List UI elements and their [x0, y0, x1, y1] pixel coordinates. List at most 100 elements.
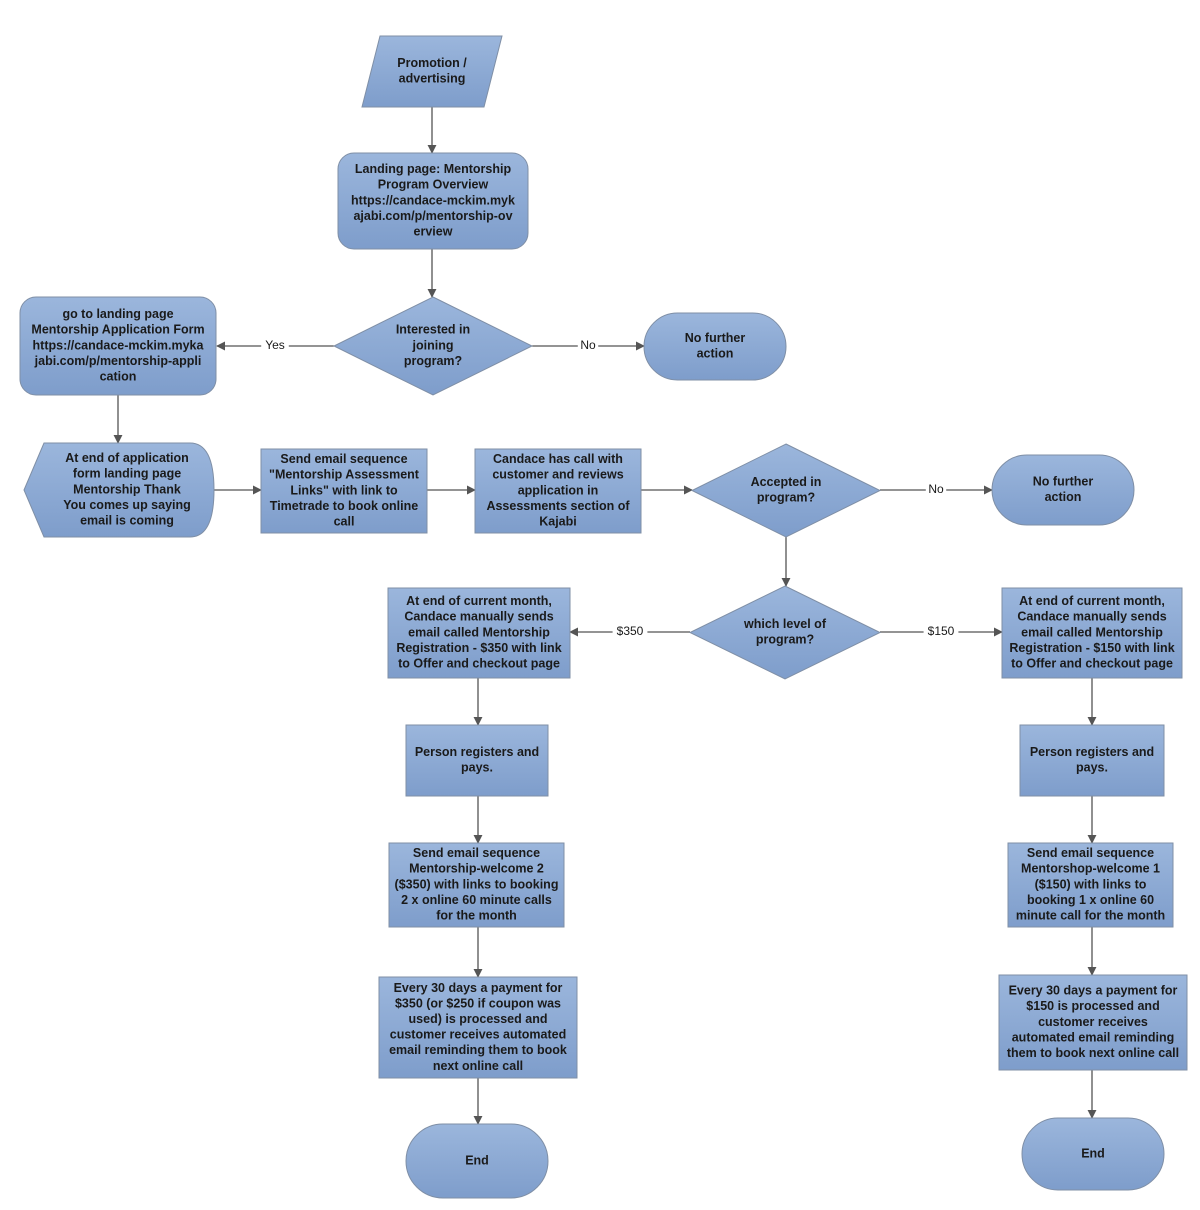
node-text-line: Send email sequence [280, 452, 407, 466]
node-candace-call-shape [474, 448, 642, 534]
node-text-line: action [1045, 490, 1082, 504]
node-reg-150-shape [1001, 587, 1183, 679]
node-text-line: application in [518, 483, 599, 497]
edge-label-no-2: No [928, 482, 944, 496]
edges-layer [113, 107, 1097, 1125]
edge-label-price-350: $350 [617, 624, 644, 638]
edge-label-bg [261, 338, 289, 354]
node-text-line: program? [757, 491, 815, 505]
node-text-line: Links" with link to [290, 483, 398, 497]
node-payment-150-shape [998, 974, 1188, 1071]
node-text-line: No further [685, 331, 746, 345]
node-text: Accepted in program? [751, 475, 822, 505]
node-text: End [465, 1153, 489, 1167]
node-landing-overview-shape [337, 152, 529, 250]
node-text-line: call [334, 514, 355, 528]
node-text-line: program? [404, 354, 462, 368]
node-text-line: form landing page [73, 467, 181, 481]
edge-label-bg [577, 338, 599, 354]
node-text-line: customer receives automated [390, 1028, 566, 1042]
node-which-level: which level of program? [688, 585, 882, 680]
node-text-line: booking 1 x online 60 [1027, 893, 1154, 907]
node-text-line: go to landing page [62, 307, 173, 321]
node-text-line: advertising [399, 72, 466, 86]
node-text-line: cation [100, 369, 137, 383]
node-text-line: At end of application [65, 451, 189, 465]
node-reg-350: At end of current month,Candace manually… [387, 587, 571, 679]
node-text-line: program? [756, 633, 814, 647]
node-text: Every 30 days a payment for$350 (or $250… [389, 981, 567, 1073]
node-text-line: email called Mentorship [408, 625, 550, 639]
node-text-line: Mentorshop-welcome 1 [1021, 862, 1160, 876]
node-text: No further action [1033, 474, 1094, 504]
node-text-line: joining [412, 338, 454, 352]
node-text-line: minute call for the month [1016, 908, 1165, 922]
node-text-line: No further [1033, 474, 1094, 488]
node-text: No further action [685, 331, 746, 361]
node-text-line: Mentorship-welcome 2 [409, 862, 544, 876]
node-which-level-shape [688, 585, 882, 680]
node-text: At end of current month,Candace manually… [1009, 594, 1174, 670]
node-application-form-shape [19, 296, 217, 396]
node-text-line: email is coming [80, 513, 174, 527]
node-text-line: Candace manually sends [404, 610, 553, 624]
node-no-action-2: No further action [991, 454, 1135, 526]
node-text: Promotion /advertising [397, 56, 467, 86]
edge-label-bg [925, 482, 947, 498]
node-assessment-email: Send email sequence "Mentorship Assessmen… [260, 448, 428, 534]
node-payment-350: Every 30 days a payment for$350 (or $250… [378, 976, 578, 1079]
node-text: End [1081, 1146, 1105, 1160]
node-text-line: action [697, 347, 734, 361]
node-text-line: Every 30 days a payment for [394, 981, 563, 995]
node-text-line: You comes up saying [63, 498, 191, 512]
node-text-line: Kajabi [539, 514, 577, 528]
node-text-line: Person registers and [415, 745, 539, 759]
node-text-line: "Mentorship Assessment [269, 468, 420, 482]
node-text-line: jabi.com/p/mentorship-appli [34, 354, 202, 368]
node-end-150: End [1021, 1117, 1165, 1191]
node-text-line: Registration - $150 with link [1009, 641, 1174, 655]
node-text-line: Candace manually sends [1017, 610, 1166, 624]
edge-label-no-1: No [580, 338, 596, 352]
node-text-line: which level of [743, 617, 827, 631]
node-text-line: 2 x online 60 minute calls [401, 893, 552, 907]
node-text-line: Candace has call with [493, 452, 623, 466]
node-welcome-150-shape [1007, 842, 1174, 928]
node-text-line: Timetrade to book online [270, 499, 418, 513]
node-text-line: email reminding them to book [389, 1043, 567, 1057]
node-text-line: ($350) with links to booking [395, 877, 559, 891]
node-text-line: Mentorship Application Form [31, 323, 204, 337]
node-text-line: Send email sequence [413, 846, 540, 860]
node-text-line: to Offer and checkout page [398, 656, 560, 670]
node-no-action-1-shape [643, 312, 787, 381]
node-text-line: $150 is processed and [1026, 999, 1159, 1013]
node-text-line: to Offer and checkout page [1011, 656, 1173, 670]
node-text-line: ajabi.com/p/mentorship-ov [353, 209, 512, 223]
node-thank-you-shape [23, 442, 215, 538]
node-end-350: End [405, 1123, 549, 1199]
node-welcome-350-shape [388, 842, 565, 928]
node-text-line: erview [414, 224, 453, 238]
node-text-line: used) is processed and [409, 1012, 548, 1026]
node-text-line: customer and reviews [492, 468, 623, 482]
node-text-line: next online call [433, 1059, 523, 1073]
node-text-line: Accepted in [751, 475, 822, 489]
node-text-line: Landing page: Mentorship [355, 162, 512, 176]
edge-label-bg [923, 624, 959, 640]
node-text: Send email sequence "Mentorship Assessmen… [269, 452, 420, 528]
node-accepted-shape [690, 443, 882, 538]
node-text-line: Assessments section of [486, 499, 630, 513]
node-promotion: Promotion /advertising [361, 35, 503, 108]
